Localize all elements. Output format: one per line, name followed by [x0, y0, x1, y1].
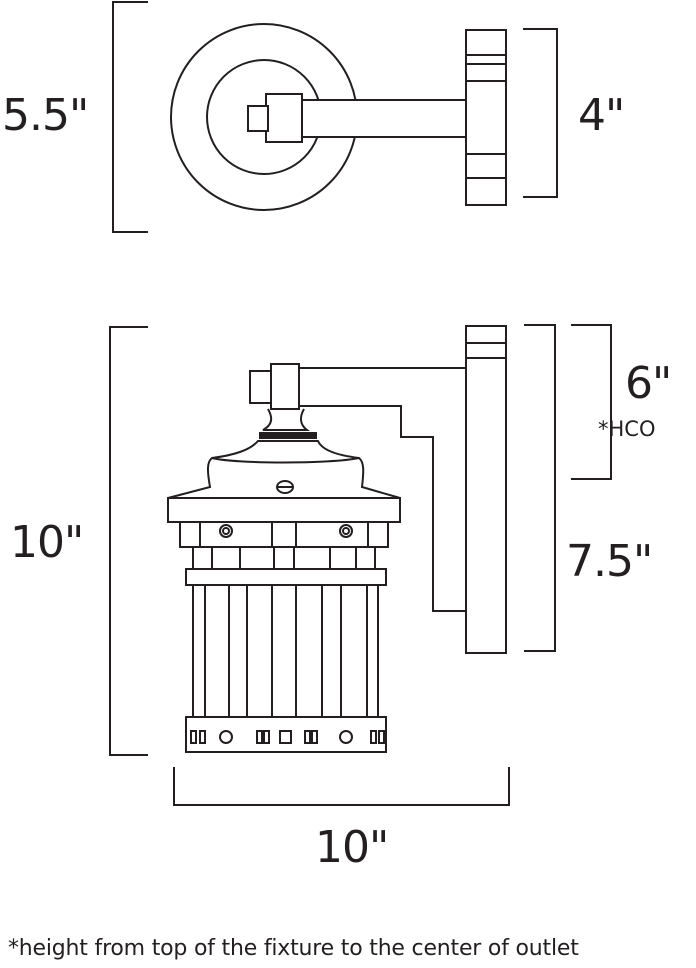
footnote: *height from top of the fixture to the c… [8, 936, 579, 961]
backplate-width-bracket [523, 28, 558, 198]
middle-band [185, 568, 387, 586]
hco-note: *HCO [598, 417, 656, 441]
hco-label: 6" [625, 358, 672, 409]
depth-bracket [112, 1, 148, 233]
arm-collar [265, 93, 303, 143]
glass-bars [192, 585, 379, 717]
wall-arm [298, 367, 466, 612]
overall-height-label: 10" [10, 517, 84, 568]
lantern-roof [167, 432, 401, 499]
hco-bracket [571, 324, 612, 480]
front-view [109, 324, 612, 806]
top-view [112, 1, 558, 233]
backplate-side-view [465, 325, 507, 654]
backplate-height-bracket [524, 324, 556, 652]
top-depth-label: 5.5" [2, 90, 89, 141]
backplate-width-label: 4" [578, 90, 625, 141]
arm-end-cap [247, 105, 269, 132]
arm-end-cap [249, 370, 273, 404]
arm-collar [270, 363, 300, 410]
upper-frame [179, 521, 389, 569]
roof-band [167, 497, 401, 523]
base-band [185, 716, 387, 753]
backplate-height-label: 7.5" [566, 536, 653, 587]
overall-width-label: 10" [315, 822, 389, 873]
height-bracket [109, 326, 148, 756]
width-bracket [173, 767, 510, 806]
backplate-top-view [465, 29, 507, 206]
finial [262, 408, 310, 431]
